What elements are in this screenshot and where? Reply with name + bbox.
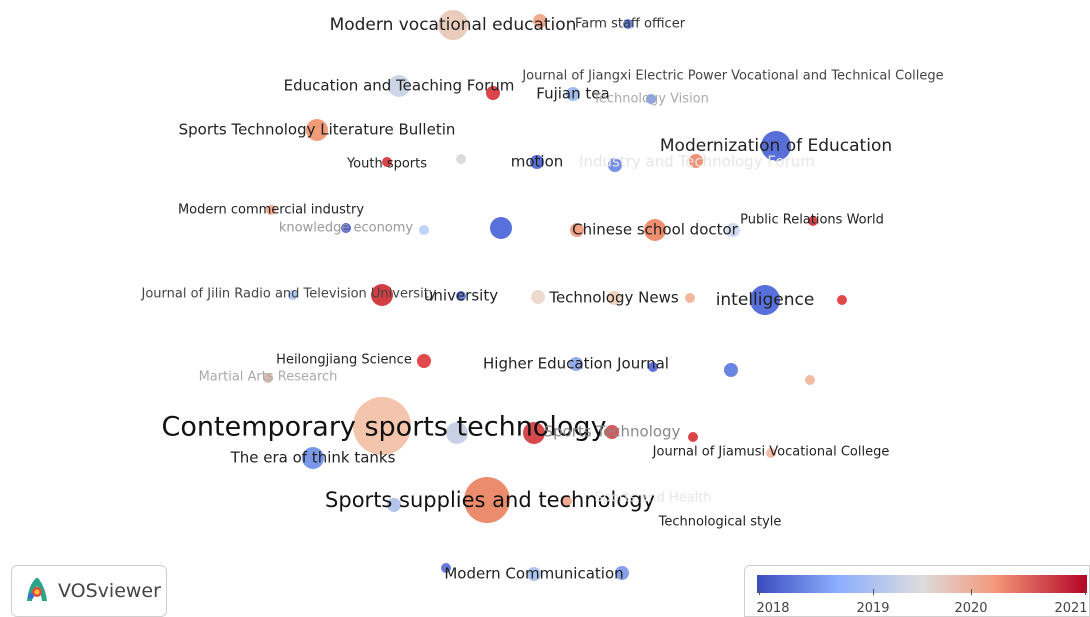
node-label[interactable]: Martial Arts Research [199, 370, 338, 385]
legend-year-label: 2019 [856, 601, 890, 616]
network-node[interactable] [263, 373, 273, 383]
network-node[interactable] [302, 447, 324, 469]
app-name: VOSviewer [58, 580, 161, 602]
network-node[interactable] [438, 10, 468, 40]
node-label[interactable]: Public Relations World [740, 213, 884, 228]
node-label[interactable]: Technology Vision [592, 92, 709, 107]
network-node[interactable] [724, 363, 738, 377]
node-label[interactable]: Technology News [548, 289, 679, 307]
legend-year-label: 2018 [756, 601, 790, 616]
network-node[interactable] [808, 216, 818, 226]
network-node[interactable] [689, 154, 703, 168]
node-label[interactable]: Modern vocational education [330, 15, 577, 35]
node-label[interactable]: Chinese school doctor [572, 221, 739, 239]
network-node[interactable] [486, 86, 500, 100]
node-label[interactable]: university [424, 287, 498, 305]
year-color-legend: 2018 2019 2020 2021 [744, 565, 1090, 617]
node-label[interactable]: Youth sports [346, 157, 427, 172]
network-node[interactable] [441, 563, 451, 573]
color-scale-bar [757, 575, 1087, 593]
node-label[interactable]: Contemporary sports technology [162, 412, 607, 443]
node-label[interactable]: motion [511, 153, 564, 171]
network-node[interactable] [607, 291, 621, 305]
network-node[interactable] [530, 155, 544, 169]
node-label[interactable]: Sports Technology [544, 423, 681, 441]
network-node[interactable] [266, 205, 276, 215]
node-label[interactable]: Modern commercial industry [178, 203, 364, 218]
node-label[interactable]: Sports supplies and technology [325, 488, 655, 512]
network-node[interactable] [456, 291, 466, 301]
node-label[interactable]: Modern Communication [444, 565, 623, 583]
network-node[interactable] [805, 375, 815, 385]
network-node[interactable] [490, 217, 512, 239]
legend-tick [1085, 589, 1086, 595]
network-node[interactable] [615, 566, 629, 580]
legend-tick [759, 589, 760, 595]
node-label[interactable]: Fujian tea [536, 85, 609, 103]
network-node[interactable] [766, 448, 776, 458]
network-node[interactable] [382, 157, 392, 167]
network-node[interactable] [456, 154, 466, 164]
network-node[interactable] [527, 567, 541, 581]
legend-tick [873, 589, 874, 595]
legend-year-label: 2020 [954, 601, 988, 616]
network-node[interactable] [646, 94, 656, 104]
node-label[interactable]: Journal of Jiamusi Vocational College [652, 445, 890, 460]
network-node[interactable] [419, 225, 429, 235]
network-node[interactable] [533, 14, 547, 28]
network-node[interactable] [761, 131, 791, 161]
node-label[interactable]: Heilongjiang Science [276, 353, 412, 368]
node-label[interactable]: Higher Education Journal [483, 355, 669, 373]
legend-year-label: 2021 [1054, 601, 1088, 616]
network-node[interactable] [566, 87, 580, 101]
network-node[interactable] [623, 19, 633, 29]
network-node[interactable] [531, 290, 545, 304]
network-node[interactable] [523, 422, 545, 444]
network-node[interactable] [569, 357, 583, 371]
network-node[interactable] [570, 223, 584, 237]
node-label[interactable]: Sports Technology Literature Bulletin [179, 121, 456, 139]
network-node[interactable] [644, 219, 666, 241]
vosviewer-logo-icon [22, 574, 52, 609]
network-node[interactable] [341, 223, 351, 233]
network-node[interactable] [605, 425, 619, 439]
network-node[interactable] [464, 477, 510, 523]
network-node[interactable] [648, 362, 658, 372]
node-label[interactable]: Industry and Technology Forum [579, 153, 815, 171]
network-node[interactable] [353, 397, 411, 455]
node-label[interactable]: Education and Teaching Forum [284, 77, 515, 95]
node-label[interactable]: Journal of Jiangxi Electric Power Vocati… [521, 69, 943, 84]
network-node[interactable] [417, 354, 431, 368]
node-label[interactable]: Technological style [658, 515, 782, 530]
node-label[interactable]: Sports and Health [594, 491, 711, 506]
network-node[interactable] [306, 119, 328, 141]
node-label[interactable]: Farm staff officer [575, 17, 686, 32]
node-label[interactable]: Journal of Jilin Radio and Television Un… [141, 287, 437, 302]
network-node[interactable] [371, 284, 393, 306]
node-label[interactable]: intelligence [716, 290, 815, 310]
vosviewer-logo-box: VOSviewer [11, 565, 167, 617]
network-node[interactable] [562, 496, 572, 506]
node-label[interactable]: Modernization of Education [660, 136, 892, 156]
node-label[interactable]: The era of think tanks [230, 449, 396, 467]
node-label[interactable]: knowledge economy [279, 221, 414, 236]
network-node[interactable] [685, 293, 695, 303]
network-node[interactable] [750, 285, 780, 315]
network-node[interactable] [726, 223, 740, 237]
network-node[interactable] [837, 295, 847, 305]
network-node[interactable] [288, 290, 298, 300]
legend-tick [971, 589, 972, 595]
network-node[interactable] [608, 158, 622, 172]
network-node[interactable] [688, 432, 698, 442]
network-node[interactable] [446, 422, 468, 444]
network-node[interactable] [388, 75, 410, 97]
network-node[interactable] [387, 498, 401, 512]
